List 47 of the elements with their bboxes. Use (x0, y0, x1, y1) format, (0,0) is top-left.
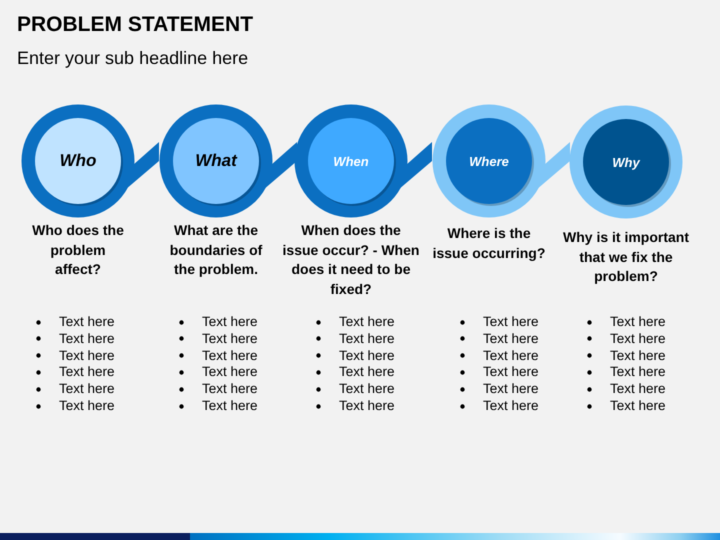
list-item-text: Text here (59, 364, 115, 380)
ring-circle (432, 104, 546, 218)
list-item-text: Text here (59, 348, 115, 364)
list-item-text: Text here (610, 398, 666, 414)
subtitle: Enter your sub headline here (17, 48, 248, 69)
circle-label: Where (469, 154, 509, 168)
slide-title: PROBLEM STATEMENT (17, 13, 254, 37)
ring-circle (294, 104, 408, 218)
list-item-text: Text here (202, 381, 258, 398)
list-item-text: Text here (339, 314, 395, 330)
list-item-text: Text here (483, 330, 539, 347)
list-item-text: Text here (483, 398, 539, 414)
list-item-text: Text here (59, 398, 115, 414)
list-item-text: Text here (610, 314, 666, 330)
list-item-text: Text here (59, 381, 115, 398)
list-item-text: Text here (339, 364, 395, 380)
list-item-text: Text here (610, 348, 666, 364)
question-text: Who does the problem affect? (31, 221, 125, 279)
list-item-text: Text here (202, 330, 258, 347)
list-item-text: Text here (339, 398, 395, 414)
question-text: Where is the issue occurring? (432, 224, 546, 263)
list-item-text: Text here (59, 330, 115, 347)
list-item-text: Text here (610, 381, 666, 398)
list-item-text: Text here (202, 348, 258, 364)
list-item-text: Text here (339, 381, 395, 398)
ring-circle (159, 104, 273, 218)
list-item-text: Text here (202, 398, 258, 414)
list-item-text: Text here (339, 330, 395, 347)
circle-label: Why (612, 154, 640, 170)
list-item-text: Text here (339, 348, 395, 364)
list-item-text: Text here (59, 314, 115, 330)
list-item-text: Text here (483, 364, 539, 380)
question-text: What are the boundaries of the problem. (168, 221, 264, 279)
circle-label: When (333, 154, 369, 168)
list-item-text: Text here (483, 381, 539, 398)
question-text: When does the issue occur? - When does it need to be fixed? (282, 221, 420, 298)
list-item-text: Text here (610, 330, 666, 347)
circle-label: What (195, 151, 237, 171)
list-item-text: Text here (483, 314, 539, 330)
circle-label: Who (60, 151, 96, 171)
ring-circle (569, 105, 683, 219)
list-item-text: Text here (202, 364, 258, 380)
list-item-text: Text here (483, 348, 539, 364)
question-text: Why is it important that we fix the problem? (562, 228, 690, 286)
list-item-text: Text here (610, 364, 666, 380)
ring-circle (21, 104, 135, 218)
list-item-text: Text here (202, 314, 258, 330)
